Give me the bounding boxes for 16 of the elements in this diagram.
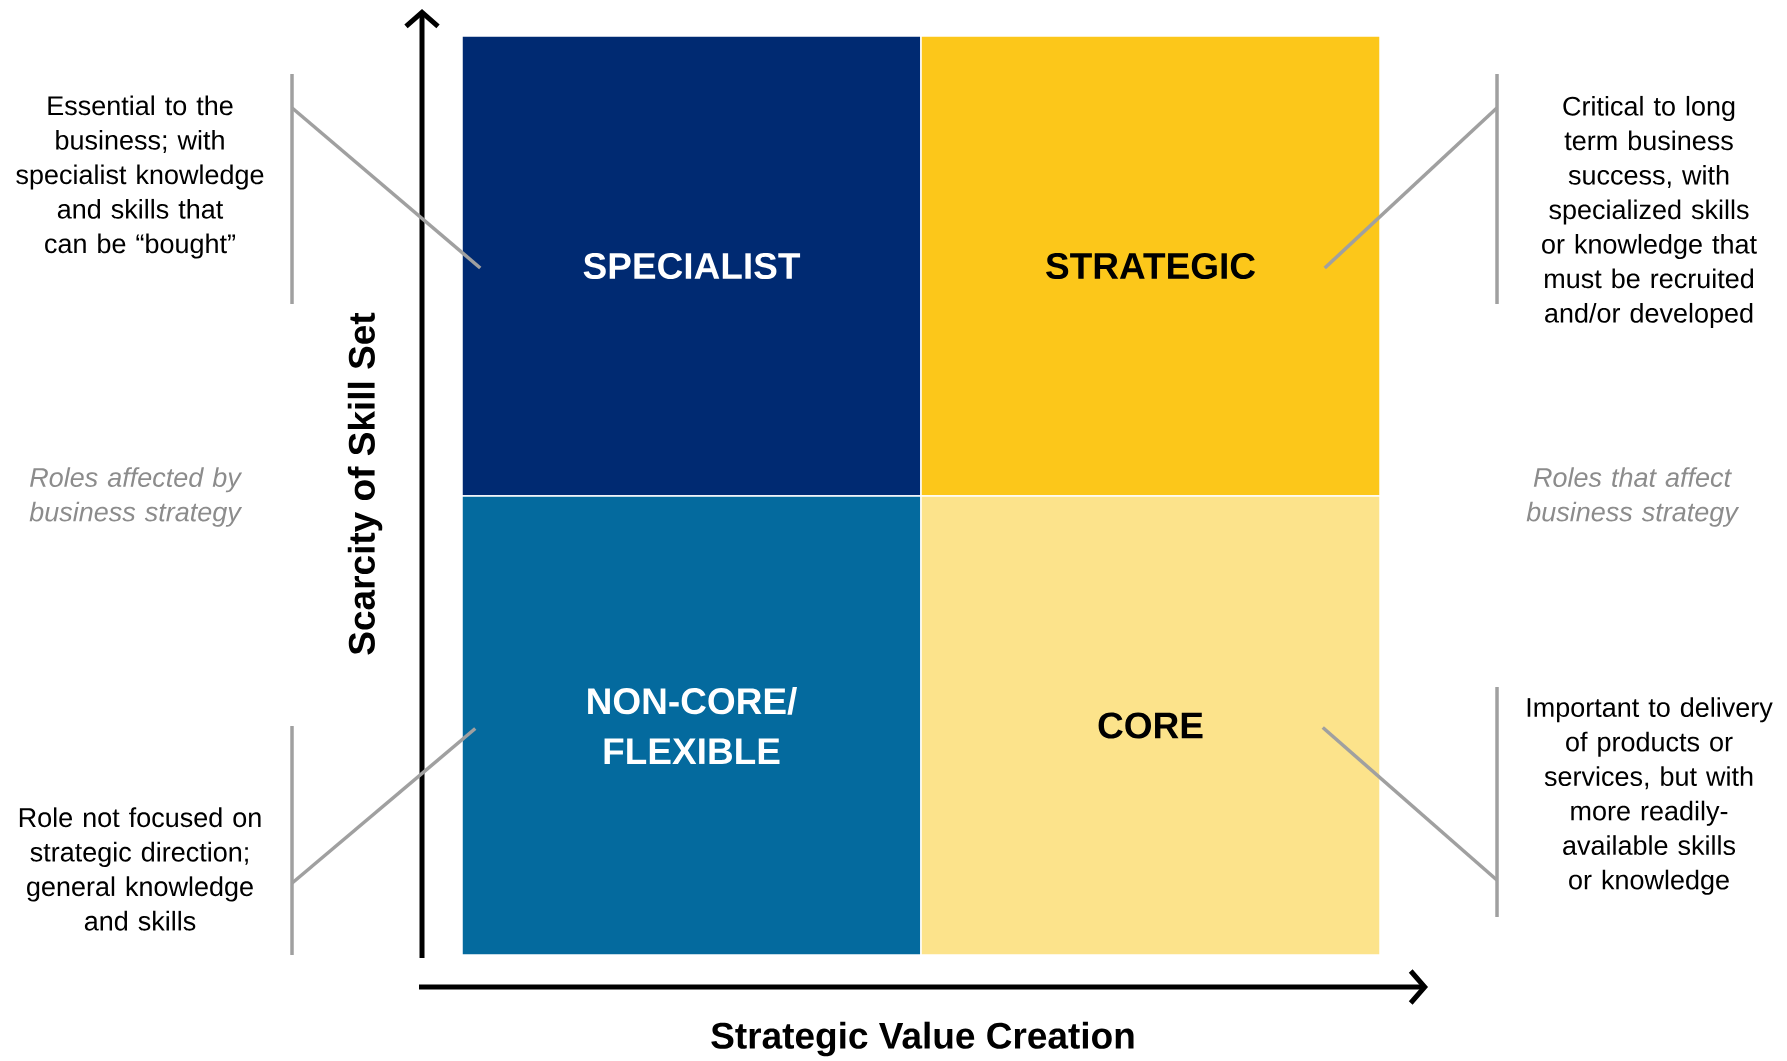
axis-label: Strategic Value Creation xyxy=(711,1021,1134,1057)
quadrant-box: NON-CORE/ FLEXIBLE xyxy=(461,495,922,956)
description-text: Essential to the business; with specialist knowledge and skills that can be “bought” xyxy=(16,95,264,259)
description-text: Critical to long term business success, with specialized skills or knowledge that must be recruited and/or developed xyxy=(1542,95,1757,329)
quadrant-box: STRATEGIC xyxy=(920,35,1381,497)
side-note: Roles that affect business strategy xyxy=(1526,467,1740,527)
quadrant-box: CORE xyxy=(920,495,1381,956)
leader-line xyxy=(291,106,482,270)
description-text: Important to delivery of products or services, but with more readily-available skills or knowledge xyxy=(1527,697,1773,895)
quadrant-box: SPECIALIST xyxy=(461,35,922,497)
description-text: Role not focused on strategic direction; general knowledge and skills xyxy=(19,807,261,931)
leader-line xyxy=(1323,106,1498,270)
side-note: Roles affected by business strategy xyxy=(29,467,243,527)
leader-line xyxy=(291,727,477,885)
axis-label: Scarcity of Skill Set xyxy=(347,312,383,655)
leader-line xyxy=(1321,726,1498,882)
